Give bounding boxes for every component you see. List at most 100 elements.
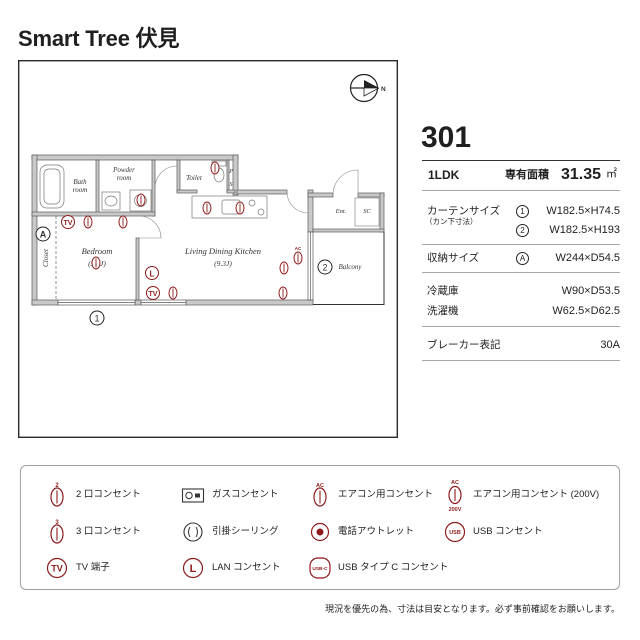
legend-label-ac-outlet: エアコン用コンセント <box>338 489 434 500</box>
svg-text:USB-C: USB-C <box>312 566 328 572</box>
label-bedroom: Bedroom <box>82 246 113 256</box>
washer-value: W62.5×D62.5 <box>552 305 620 317</box>
label-balcony: Balcony <box>339 263 363 271</box>
spec-divider <box>422 190 620 191</box>
label-entrance: Ent. <box>335 208 347 215</box>
disclaimer-note: 現況を優先の為、寸法は目安となります。必ず事前確認をお願いします。 <box>325 604 620 614</box>
balcony-outline <box>313 232 385 305</box>
storage-marker: A <box>516 252 529 265</box>
outlet-icon <box>210 161 220 175</box>
legend-label-two-gang-outlet: 2 口コンセント <box>76 489 141 500</box>
gas-outlet-icon <box>181 481 205 509</box>
storage-label: 収納サイズ <box>427 252 480 264</box>
outlet-icon <box>83 215 93 229</box>
svg-text:L: L <box>150 269 155 278</box>
legend-label-usb-c-outlet: USB タイプ C コンセント <box>338 562 449 573</box>
marker-1: 1 <box>89 310 105 326</box>
curtain-2-marker: 2 <box>516 224 529 237</box>
label-ps-1: P <box>228 169 233 175</box>
legend-box <box>20 465 620 590</box>
curtain-2-value: W182.5×H193 <box>549 224 620 236</box>
svg-text:AC: AC <box>316 483 324 489</box>
label-bath-1: Bath <box>73 178 87 186</box>
floor-plan: N <box>18 60 398 438</box>
svg-text:AC: AC <box>295 246 302 251</box>
outlet-icon <box>168 286 178 300</box>
area-value: 31.35 <box>561 166 602 183</box>
svg-text:TV: TV <box>51 563 63 573</box>
label-ldk: Living Dining Kitchen <box>184 246 261 256</box>
kitchen-counter <box>191 195 268 219</box>
shoe-closet <box>354 197 380 227</box>
area-unit: ㎡ <box>606 168 617 180</box>
legend-label-three-gang-outlet: 3 口コンセント <box>76 526 141 537</box>
outlet-icon <box>91 256 101 270</box>
svg-text:A: A <box>40 229 47 239</box>
curtain-1-value: W182.5×H74.5 <box>546 205 620 217</box>
legend-label-usb-outlet: USB コンセント <box>473 526 543 537</box>
ac-outlet-icon: AC <box>293 246 303 265</box>
svg-text:2: 2 <box>55 483 59 489</box>
spec-divider <box>422 360 620 361</box>
label-bath-2: room <box>73 186 88 194</box>
label-powder-2: room <box>117 174 132 182</box>
svg-text:3: 3 <box>55 520 59 526</box>
spec-divider <box>422 326 620 327</box>
legend-label-lan-outlet: LAN コンセント <box>212 562 281 573</box>
curtain-label: カーテンサイズ <box>427 205 501 217</box>
curtain-note: （カン下寸法） <box>425 217 478 226</box>
svg-text:L: L <box>190 563 197 575</box>
plan-frame <box>18 60 398 438</box>
lan-outlet-icon: L <box>181 554 205 582</box>
outlet-icon <box>235 201 245 215</box>
ceiling-hook-icon <box>181 518 205 546</box>
bathtub <box>39 164 65 209</box>
two-gang-outlet-icon: 2 <box>45 481 69 509</box>
door-swings <box>138 165 359 239</box>
outlet-icon <box>136 193 146 207</box>
compass-north-label: N <box>381 86 386 93</box>
outlet-icon <box>279 261 289 275</box>
unit-number: 301 <box>421 121 472 154</box>
usb-outlet-icon: USB <box>443 518 467 546</box>
ac-200v-outlet-icon: AC 200V <box>443 477 467 513</box>
svg-text:200V: 200V <box>449 507 462 513</box>
windows <box>57 231 314 306</box>
area-label: 専有面積 <box>505 169 549 181</box>
legend-label-tv-terminal: TV 端子 <box>76 562 110 573</box>
legend-label-ac-200v-outlet: エアコン用コンセント (200V) <box>473 489 600 500</box>
legend-label-ceiling-hook: 引掛シーリング <box>212 526 279 537</box>
svg-text:USB: USB <box>449 530 461 536</box>
compass-icon: N <box>349 73 386 103</box>
tv-outlet-icon: TV <box>146 286 160 300</box>
washbasin <box>101 191 121 211</box>
svg-text:2: 2 <box>322 262 327 272</box>
outlet-icon <box>202 201 212 215</box>
phone-outlet-icon <box>308 518 332 546</box>
label-ps-2: S <box>230 182 233 188</box>
storage-value: W244×D54.5 <box>555 252 620 264</box>
label-closet: Closet <box>42 248 50 267</box>
legend-label-gas-outlet: ガスコンセント <box>212 489 279 500</box>
legend-label-phone-outlet: 電話アウトレット <box>338 526 415 537</box>
page-title: Smart Tree 伏見 <box>18 26 180 51</box>
curtain-1-marker: 1 <box>516 205 529 218</box>
fridge-label: 冷蔵庫 <box>427 285 459 297</box>
label-shoe-closet: SC <box>363 208 371 215</box>
layout-type: 1LDK <box>428 168 460 182</box>
spec-divider <box>422 160 620 161</box>
outlet-icon <box>278 286 288 300</box>
breaker-label: ブレーカー表記 <box>427 339 501 351</box>
svg-text:TV: TV <box>149 291 158 298</box>
lan-outlet-icon: L <box>145 266 159 280</box>
tv-outlet-icon: TV <box>61 215 75 229</box>
outlet-icon <box>118 215 128 229</box>
label-toilet: Toilet <box>186 174 203 182</box>
svg-text:TV: TV <box>64 220 73 227</box>
breaker-value: 30A <box>600 339 620 351</box>
spec-divider <box>422 244 620 245</box>
svg-text:1: 1 <box>94 313 99 323</box>
spec-divider <box>422 272 620 273</box>
ac-outlet-icon: AC <box>308 481 332 509</box>
washer-label: 洗濯機 <box>427 305 459 317</box>
